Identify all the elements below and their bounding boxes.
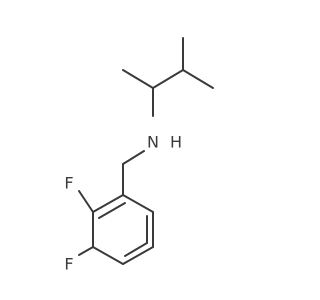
ring-bond-1 [92,194,124,213]
bond-c2-c3 [152,69,184,89]
bond-layer [78,37,214,265]
bond-ring-f-lower [78,246,94,256]
fluorine-upper-label-background [62,174,76,192]
ring-inner-bond-1 [98,202,126,219]
ring-bond-3 [92,246,124,265]
fluorine-lower-label-background [62,255,76,273]
fluorine-lower-atom-label: F [64,255,73,274]
nitrogen-label-background [146,133,160,151]
hydrogen-atom-label: H [170,133,182,152]
bond-c3-c4 [182,69,214,89]
bond-ring-f-upper [78,190,94,213]
hydrogen-label-background [168,133,184,151]
ring-bond-6 [122,194,154,213]
ring-bond-4 [122,246,154,265]
nitrogen-atom-label: N [147,133,159,152]
atom-label-layer: N H F F [62,133,184,274]
bond-c1-c2 [122,69,154,89]
molecule-structure: N H F F [62,37,214,274]
bond-n-ch2 [122,150,145,165]
ring-inner-bond-2 [124,242,148,257]
fluorine-upper-atom-label: F [64,174,73,193]
